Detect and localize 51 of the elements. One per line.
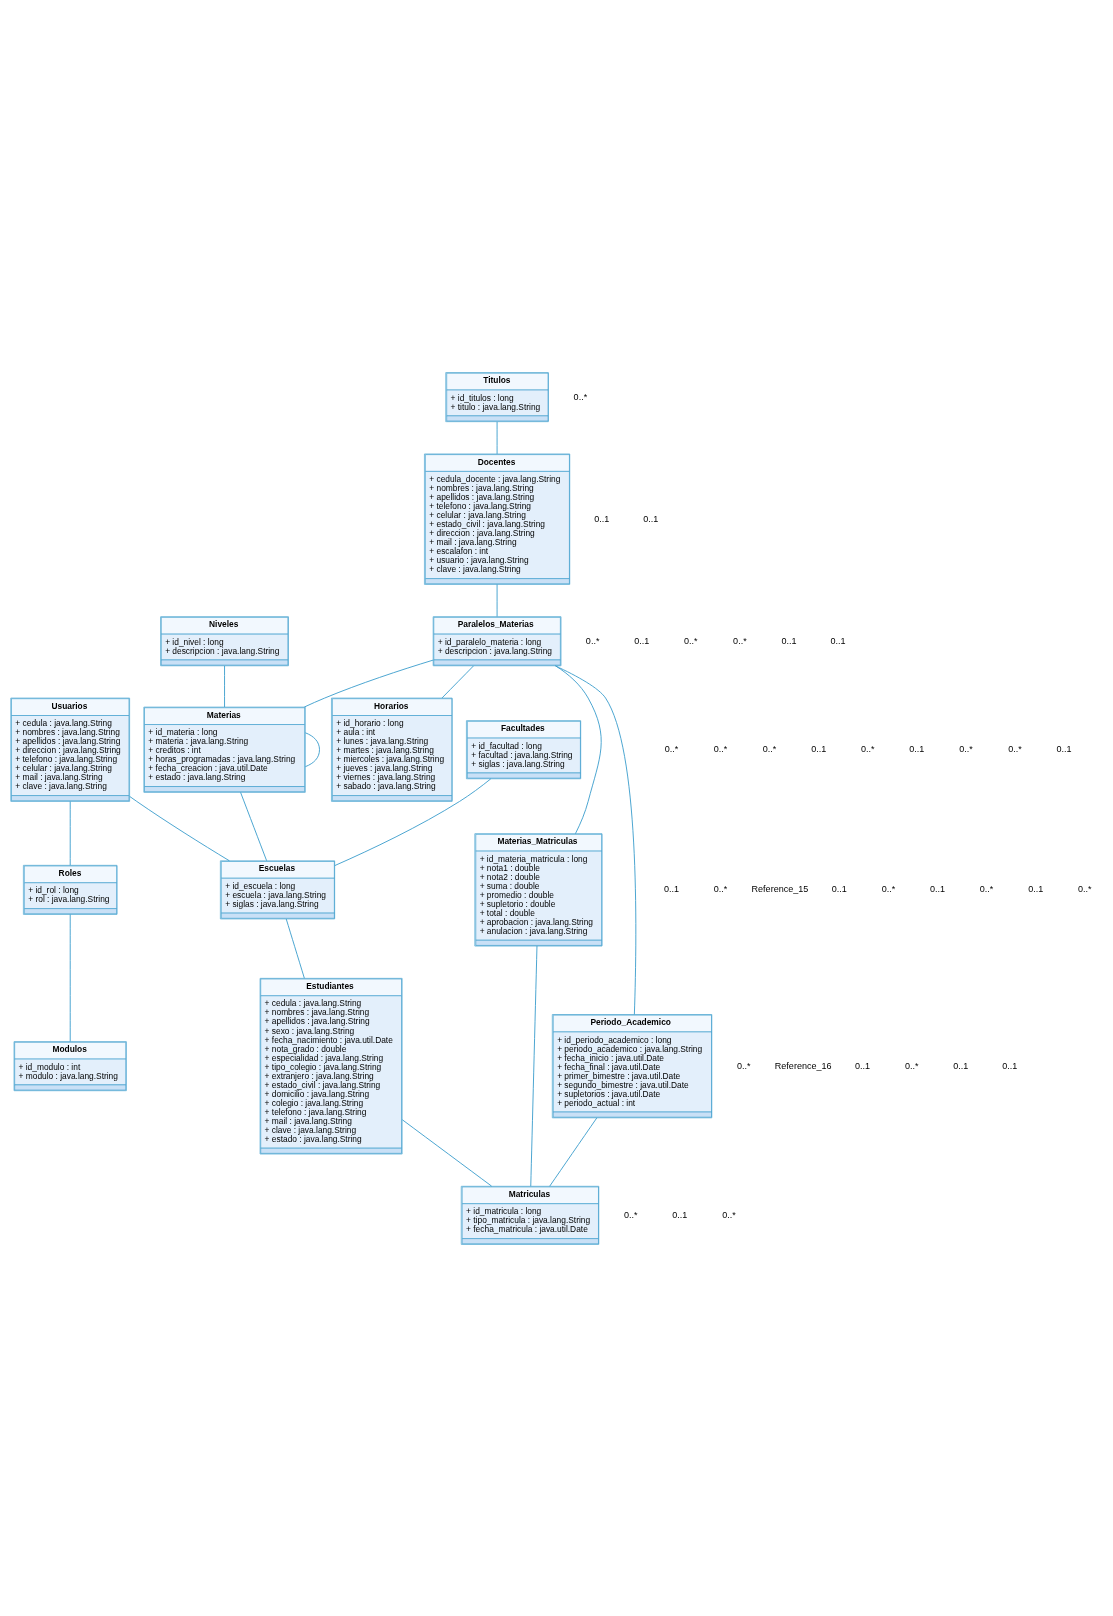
connector [441,665,474,698]
label: 0..* [861,743,875,754]
label: 0..* [737,1060,751,1071]
connector [530,945,538,1187]
label: 0..1 [1028,883,1044,894]
label: 0..* [1008,743,1022,754]
label: Reference_16 [774,1060,832,1071]
label: 0..1 [1002,1060,1018,1071]
label: 0..1 [855,1060,871,1071]
connector [69,800,71,866]
label: 0..* [684,635,698,646]
connector [554,664,637,1015]
label: 0..1 [1056,743,1072,754]
label: 0..* [722,1209,736,1220]
connector [129,795,230,861]
label: 0..1 [953,1060,969,1071]
connector [304,731,320,767]
label: 0..1 [643,513,659,524]
label: 0..1 [811,743,827,754]
label: Reference_15 [751,883,809,894]
label: 0..* [762,743,777,754]
label: 0..* [713,743,728,754]
connector [240,791,268,861]
connector [401,1118,493,1187]
label: 0..* [979,883,994,894]
label: 0..1 [909,743,925,754]
label: 0..1 [831,883,847,894]
label: 0..* [585,635,600,646]
label: 0..* [573,391,588,402]
connector [69,913,71,1042]
label: 0..1 [929,883,946,894]
label: 0..* [623,1209,638,1220]
label: 0..1 [634,635,650,646]
connector [496,583,498,617]
label: 0..* [733,635,747,646]
label: 0..* [904,1060,919,1071]
connector [285,918,305,979]
label: 0..1 [830,635,846,646]
label: 0..* [1077,883,1092,894]
label: 0..1 [594,513,610,524]
label: 0..* [713,883,728,894]
label: 0..1 [663,883,679,894]
connector [303,659,434,707]
connector [496,420,498,454]
label: 0..1 [672,1209,688,1220]
connector [224,665,225,707]
label: 0..1 [781,635,797,646]
label: 0..* [664,743,679,754]
label: 0..* [959,743,973,754]
connector [549,1116,598,1187]
label: 0..* [881,883,896,894]
